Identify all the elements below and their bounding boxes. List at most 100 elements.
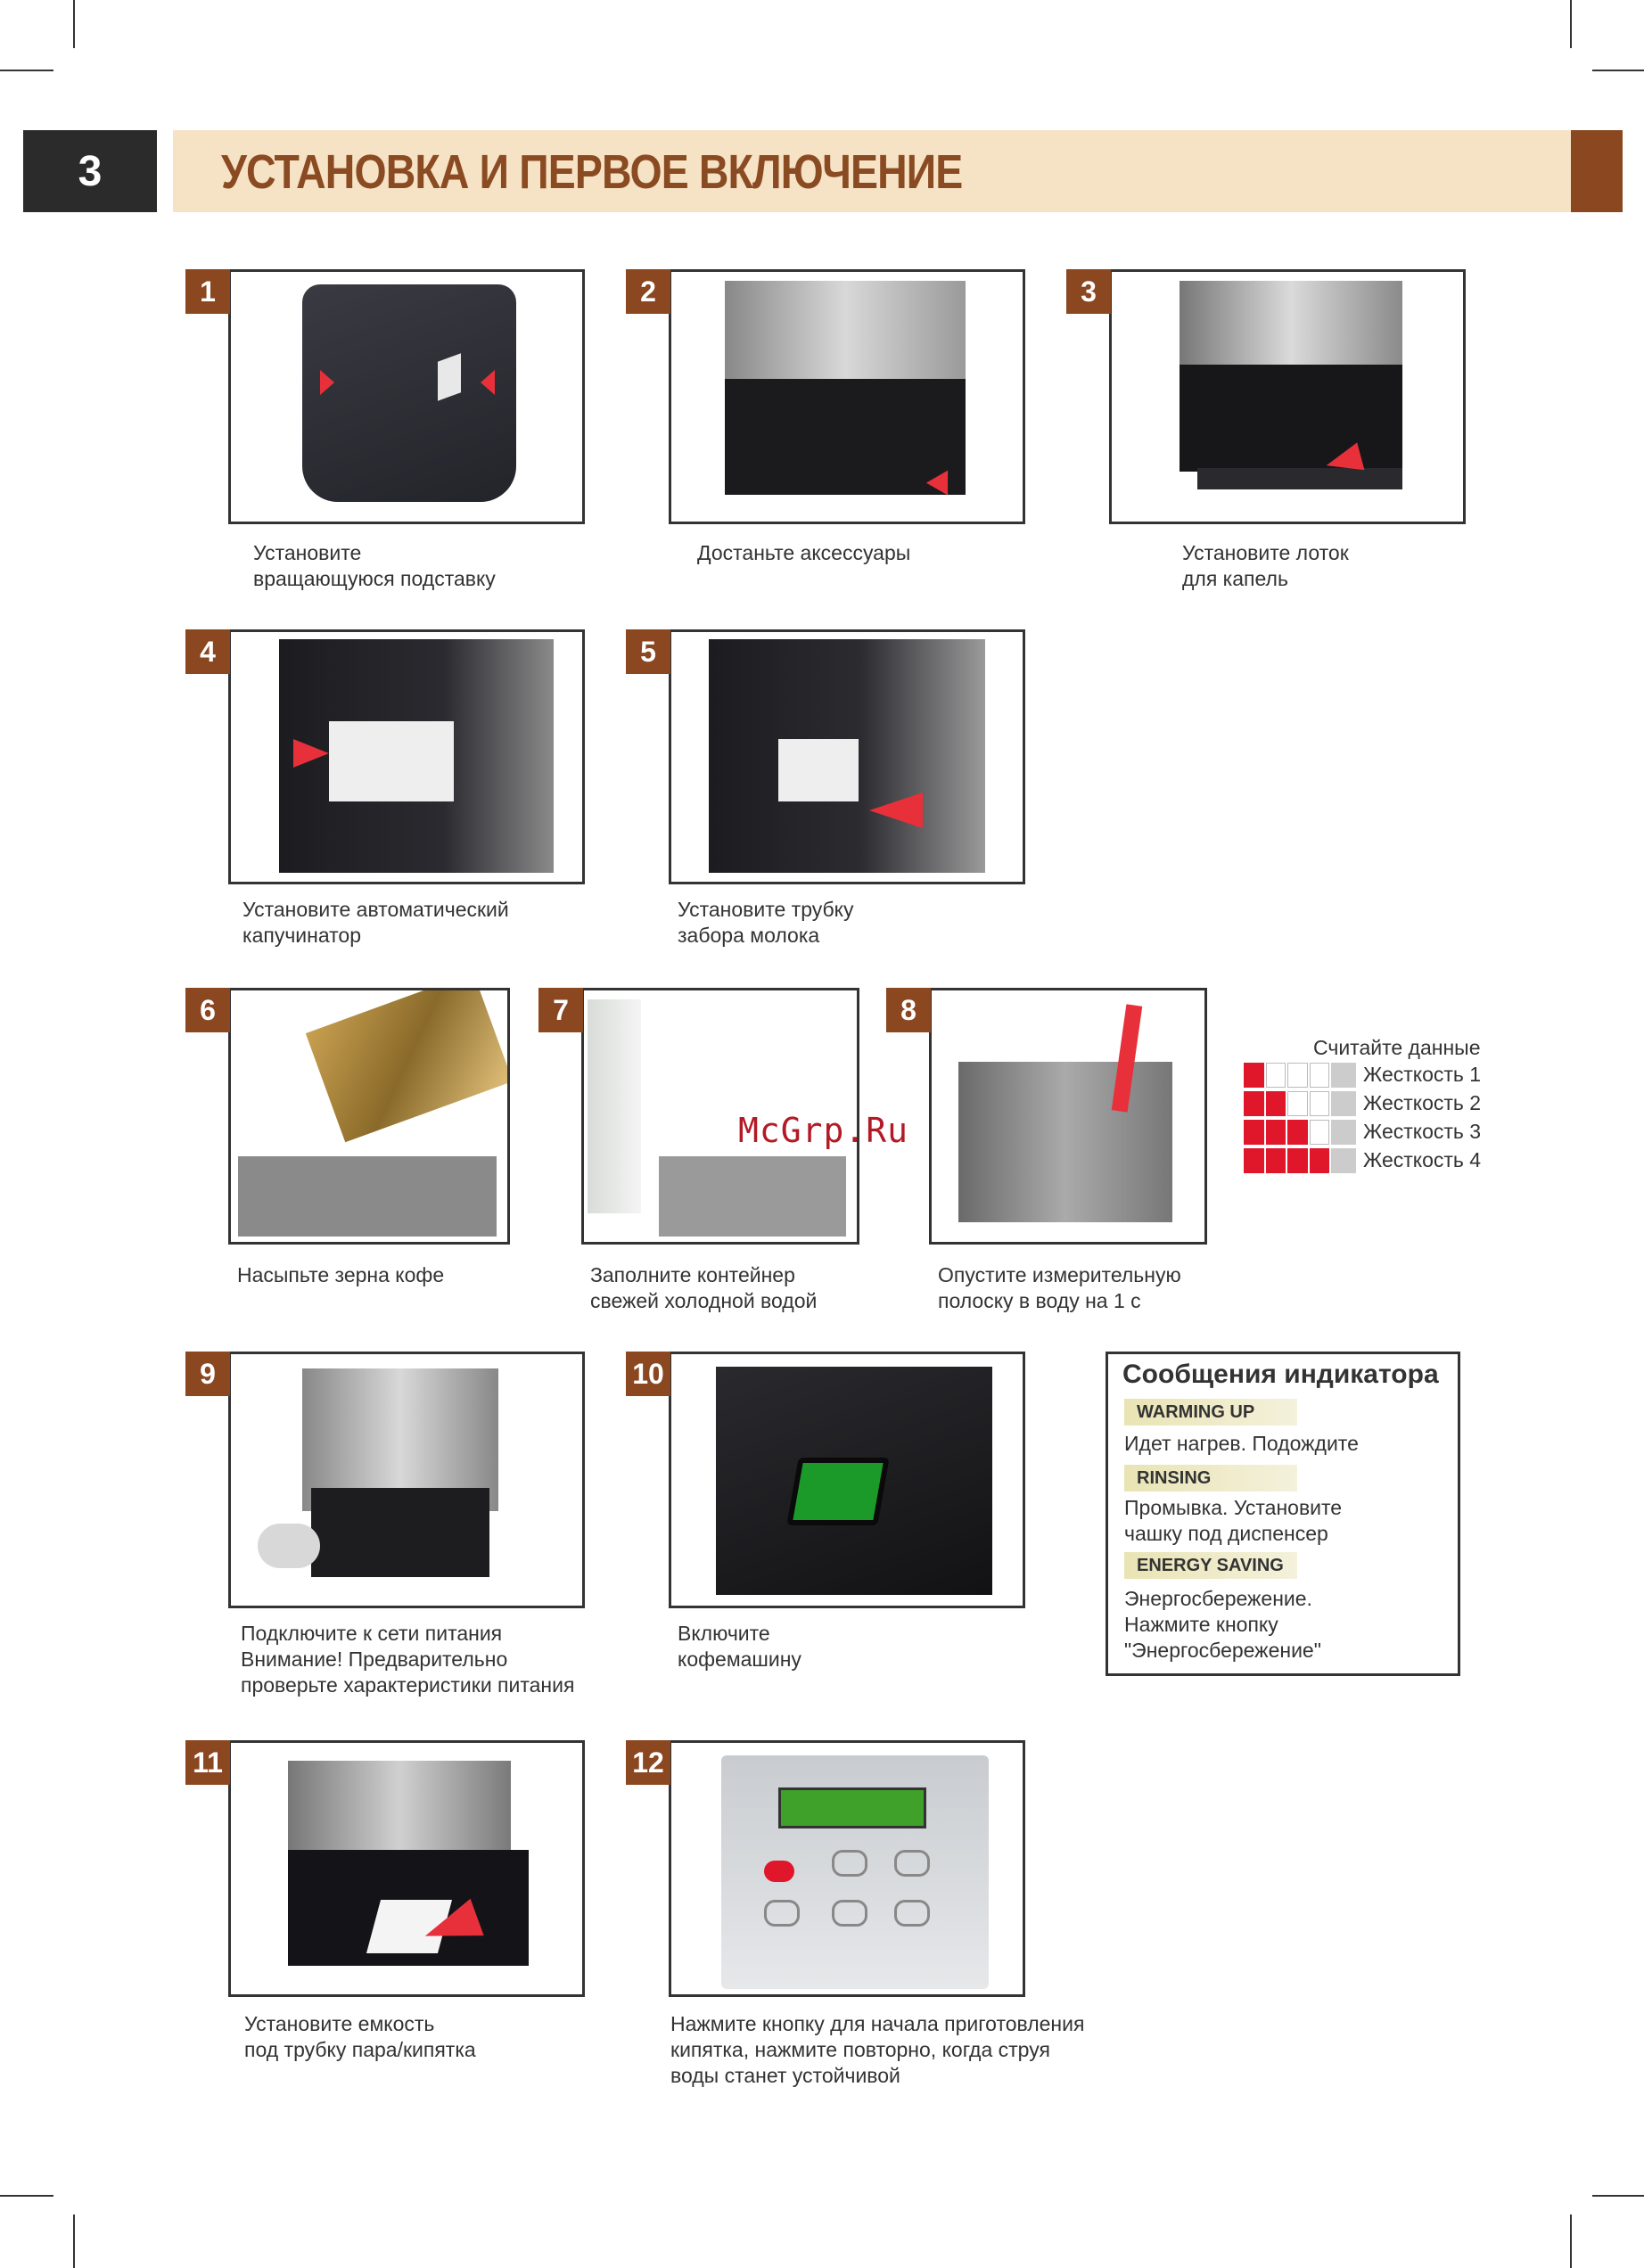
step-1-caption: Установите вращающуюся подставку — [253, 541, 496, 590]
panel-button — [832, 1900, 867, 1927]
indicator-text: Идет нагрев. Подождите — [1124, 1432, 1359, 1455]
hardness-label: Жесткость 1 — [1363, 1063, 1482, 1086]
indicator-code: RINSING — [1124, 1465, 1297, 1491]
panel-button — [832, 1850, 867, 1877]
hardness-cell — [1309, 1120, 1329, 1145]
indicator-text: Энергосбережение. Нажмите кнопку "Энерго… — [1124, 1587, 1321, 1662]
page-number: 3 — [23, 130, 157, 212]
hardness-label: Жесткость 2 — [1363, 1091, 1482, 1114]
step-6-badge: 6 — [185, 988, 230, 1032]
hardness-cell — [1265, 1148, 1286, 1173]
hardness-label: Жесткость 3 — [1363, 1120, 1482, 1143]
step-8-caption: Опустите измерительную полоску в воду на… — [938, 1263, 1181, 1312]
step-6-image — [228, 988, 510, 1245]
step-7-badge: 7 — [538, 988, 583, 1032]
step-10-image — [669, 1352, 1025, 1608]
title-band: УСТАНОВКА И ПЕРВОЕ ВКЛЮЧЕНИЕ — [173, 130, 1623, 212]
crop-mark — [0, 2195, 53, 2197]
title-endcap — [1571, 130, 1623, 212]
hardness-row: Жесткость 4 — [1244, 1148, 1511, 1175]
hardness-header: Считайте данные — [1313, 1036, 1481, 1059]
nozzle-photo — [329, 721, 454, 801]
step-4-badge: 4 — [185, 629, 230, 674]
indicator-text: Промывка. Установите чашку под диспенсер — [1124, 1496, 1343, 1545]
water-jug-photo — [588, 999, 641, 1213]
step-12-badge: 12 — [626, 1740, 670, 1785]
indicator-code: ENERGY SAVING — [1124, 1552, 1297, 1579]
step-1-badge: 1 — [185, 269, 230, 314]
step-12-image — [669, 1740, 1025, 1997]
hardness-cell — [1287, 1148, 1308, 1173]
step-8-badge: 8 — [886, 988, 931, 1032]
hardness-bar — [1244, 1091, 1356, 1116]
hardness-cell — [1287, 1120, 1308, 1145]
crop-mark — [1570, 0, 1572, 48]
hardness-row: Жесткость 1 — [1244, 1063, 1511, 1089]
step-5-caption: Установите трубку забора молока — [678, 898, 854, 947]
step-9-badge: 9 — [185, 1352, 230, 1396]
step-6-caption: Насыпьте зерна кофе — [237, 1263, 445, 1286]
drip-tray-photo — [1180, 365, 1402, 472]
hardness-cell-cap — [1331, 1091, 1356, 1116]
indicator-code: WARMING UP — [1124, 1399, 1297, 1426]
hot-water-button — [764, 1861, 794, 1882]
hardness-cell — [1265, 1063, 1286, 1088]
step-2-badge: 2 — [626, 269, 670, 314]
step-12-caption: Нажмите кнопку для начала приготовления … — [670, 2012, 1085, 2087]
hardness-cell — [1244, 1091, 1264, 1116]
step-11-caption: Установите емкость под трубку пара/кипят… — [244, 2012, 476, 2061]
step-4-image — [228, 629, 585, 884]
machine-plug-photo — [302, 1368, 498, 1511]
hardness-cell-cap — [1331, 1148, 1356, 1173]
hardness-bar — [1244, 1120, 1356, 1145]
hardness-cell — [1287, 1063, 1308, 1088]
power-cord-photo — [258, 1524, 320, 1568]
step-4-caption: Установите автоматический капучинатор — [242, 898, 509, 947]
tube-connector-photo — [778, 739, 859, 801]
step-7-image — [581, 988, 859, 1245]
crop-mark — [73, 2215, 75, 2268]
step-10-badge: 10 — [626, 1352, 670, 1396]
hardness-cell — [1287, 1091, 1308, 1116]
hardness-cell — [1244, 1148, 1264, 1173]
water-container-photo — [958, 1062, 1172, 1222]
arrow-left-icon — [481, 370, 495, 395]
hardness-bar — [1244, 1148, 1356, 1173]
hardness-cell — [1265, 1120, 1286, 1145]
step-3-badge: 3 — [1066, 269, 1111, 314]
bean-container-photo — [238, 1156, 497, 1237]
step-5-badge: 5 — [626, 629, 670, 674]
arrow-right-icon — [320, 370, 334, 395]
coffee-bag-photo — [305, 990, 507, 1143]
step-1-image — [228, 269, 585, 524]
step-9-image — [228, 1352, 585, 1608]
hardness-row: Жесткость 3 — [1244, 1120, 1511, 1146]
page-title: УСТАНОВКА И ПЕРВОЕ ВКЛЮЧЕНИЕ — [221, 145, 963, 199]
lcd-display-icon — [778, 1787, 926, 1828]
tray-plate-photo — [1197, 468, 1402, 489]
step-8-image — [929, 988, 1207, 1245]
hardness-row: Жесткость 2 — [1244, 1091, 1511, 1118]
water-tank-photo — [659, 1156, 846, 1237]
hardness-cell — [1244, 1120, 1264, 1145]
crop-mark — [73, 0, 75, 48]
panel-button — [894, 1850, 930, 1877]
hardness-cell — [1309, 1148, 1329, 1173]
arrow-left-icon — [869, 793, 923, 828]
step-10-caption: Включите кофемашину — [678, 1622, 801, 1671]
panel-button — [764, 1900, 800, 1927]
step-2-caption: Достаньте аксессуары — [697, 541, 911, 564]
indicator-title: Сообщения индикатора — [1122, 1360, 1439, 1389]
step-9-caption: Подключите к сети питания Внимание! Пред… — [241, 1622, 575, 1697]
step-3-caption: Установите лоток для капель — [1182, 541, 1349, 590]
hardness-cell-cap — [1331, 1063, 1356, 1088]
indicator-messages-box: Сообщения индикатора WARMING UP Идет наг… — [1106, 1352, 1460, 1676]
arrow-right-icon — [293, 739, 329, 768]
step-2-image — [669, 269, 1025, 524]
step-3-image — [1109, 269, 1466, 524]
step-11-image — [228, 1740, 585, 1997]
step-7-caption: Заполните контейнер свежей холодной водо… — [590, 1263, 818, 1312]
machine-tray-photo — [725, 379, 966, 495]
step-11-badge: 11 — [185, 1740, 230, 1785]
hardness-cell — [1309, 1091, 1329, 1116]
